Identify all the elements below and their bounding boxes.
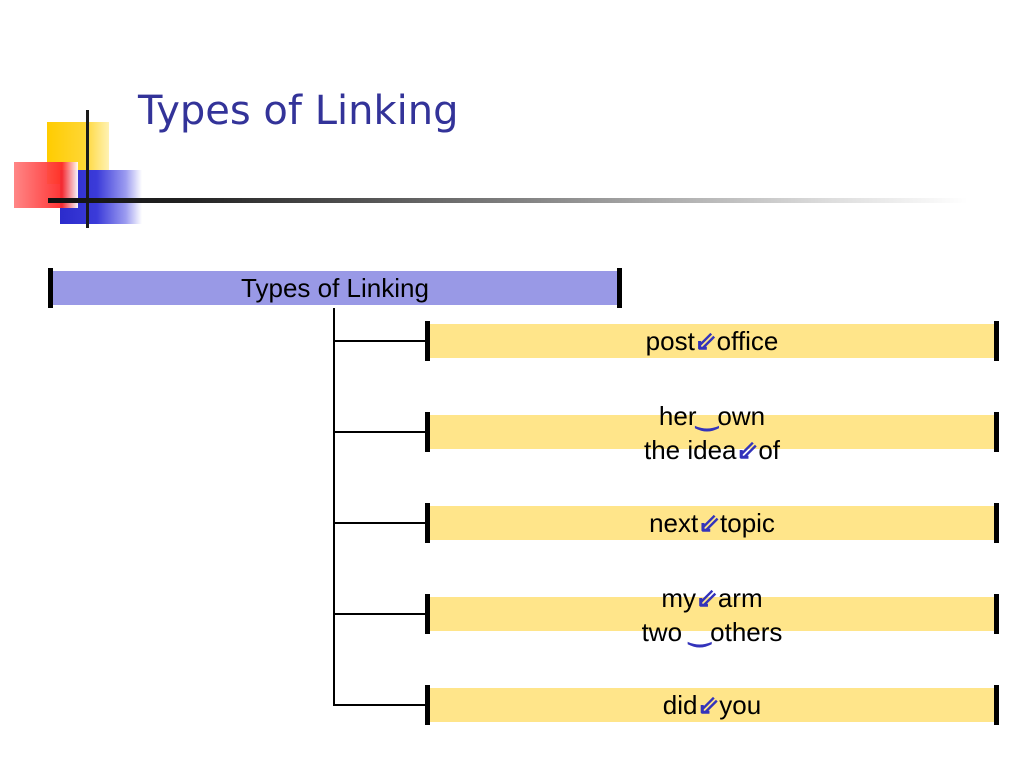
leaf-line: next⇙topic <box>425 506 999 540</box>
leaf-node-right-cap <box>994 412 999 452</box>
leaf-node-left-cap <box>425 685 430 725</box>
leaf-node-text: post⇙office <box>425 324 999 358</box>
word-left: my <box>661 583 697 613</box>
word-right: arm <box>717 583 763 613</box>
root-node-left-cap <box>48 268 53 308</box>
leaf-line: post⇙office <box>425 324 999 358</box>
word-left: did <box>662 690 698 720</box>
word-right: office <box>716 326 779 356</box>
leaf-line: my⇙arm <box>425 581 999 615</box>
branch-line-5 <box>333 704 429 706</box>
leaf-node-5: did⇙you <box>425 685 999 725</box>
linking-curve-icon: ‿ <box>689 617 711 647</box>
word-right: topic <box>720 508 775 538</box>
leaf-node-right-cap <box>994 321 999 361</box>
word-right: you <box>719 690 762 720</box>
linking-arrow-icon: ⇙ <box>736 435 759 465</box>
leaf-node-fill <box>427 506 997 540</box>
linking-arrow-icon: ⇙ <box>698 508 721 538</box>
leaf-node-3: next⇙topic <box>425 503 999 543</box>
leaf-line: two ‿others <box>425 615 999 649</box>
root-node: Types of Linking <box>48 268 622 308</box>
root-node-right-cap <box>617 268 622 308</box>
leaf-node-right-cap <box>994 685 999 725</box>
root-node-label: Types of Linking <box>241 273 429 303</box>
word-right: of <box>758 435 780 465</box>
word-left: her <box>658 401 697 431</box>
leaf-node-fill <box>427 688 997 722</box>
linking-arrow-icon: ⇙ <box>694 326 717 356</box>
leaf-node-left-cap <box>425 503 430 543</box>
leaf-node-4: my⇙arm two ‿others <box>425 583 999 647</box>
word-left: two <box>641 617 690 647</box>
branch-line-2 <box>333 431 429 433</box>
leaf-node-text: next⇙topic <box>425 506 999 540</box>
leaf-node-right-cap <box>994 594 999 634</box>
leaf-node-left-cap <box>425 321 430 361</box>
leaf-node-2: her‿own the idea⇙of <box>425 401 999 465</box>
leaf-line: her‿own <box>425 399 999 433</box>
leaf-node-left-cap <box>425 594 430 634</box>
linking-arrow-icon: ⇙ <box>696 583 718 613</box>
leaf-node-fill <box>427 324 997 358</box>
word-right: others <box>710 617 783 647</box>
branch-line-1 <box>333 340 429 342</box>
leaf-node-right-cap <box>994 503 999 543</box>
leaf-node-1: post⇙office <box>425 321 999 361</box>
branch-line-3 <box>333 522 429 524</box>
leaf-node-left-cap <box>425 412 430 452</box>
leaf-node-fill <box>427 415 997 449</box>
slide-title: Types of Linking <box>138 88 459 134</box>
word-left: the idea <box>643 435 737 465</box>
leaf-line: did⇙you <box>425 688 999 722</box>
logo-vertical-line <box>86 110 89 228</box>
branch-line-4 <box>333 613 429 615</box>
title-underline <box>48 198 968 203</box>
leaf-node-text: her‿own the idea⇙of <box>425 399 999 467</box>
tree-trunk-line <box>333 308 335 706</box>
leaf-node-text: did⇙you <box>425 688 999 722</box>
linking-arrow-icon: ⇙ <box>697 690 720 720</box>
leaf-node-fill <box>427 597 997 631</box>
root-node-fill <box>50 271 620 305</box>
word-left: post <box>645 326 695 356</box>
leaf-node-text: my⇙arm two ‿others <box>425 581 999 649</box>
word-right: own <box>717 401 766 431</box>
word-left: next <box>649 508 699 538</box>
decorative-logo <box>0 100 160 240</box>
leaf-line: the idea⇙of <box>425 433 999 467</box>
linking-curve-icon: ‿ <box>696 401 718 431</box>
